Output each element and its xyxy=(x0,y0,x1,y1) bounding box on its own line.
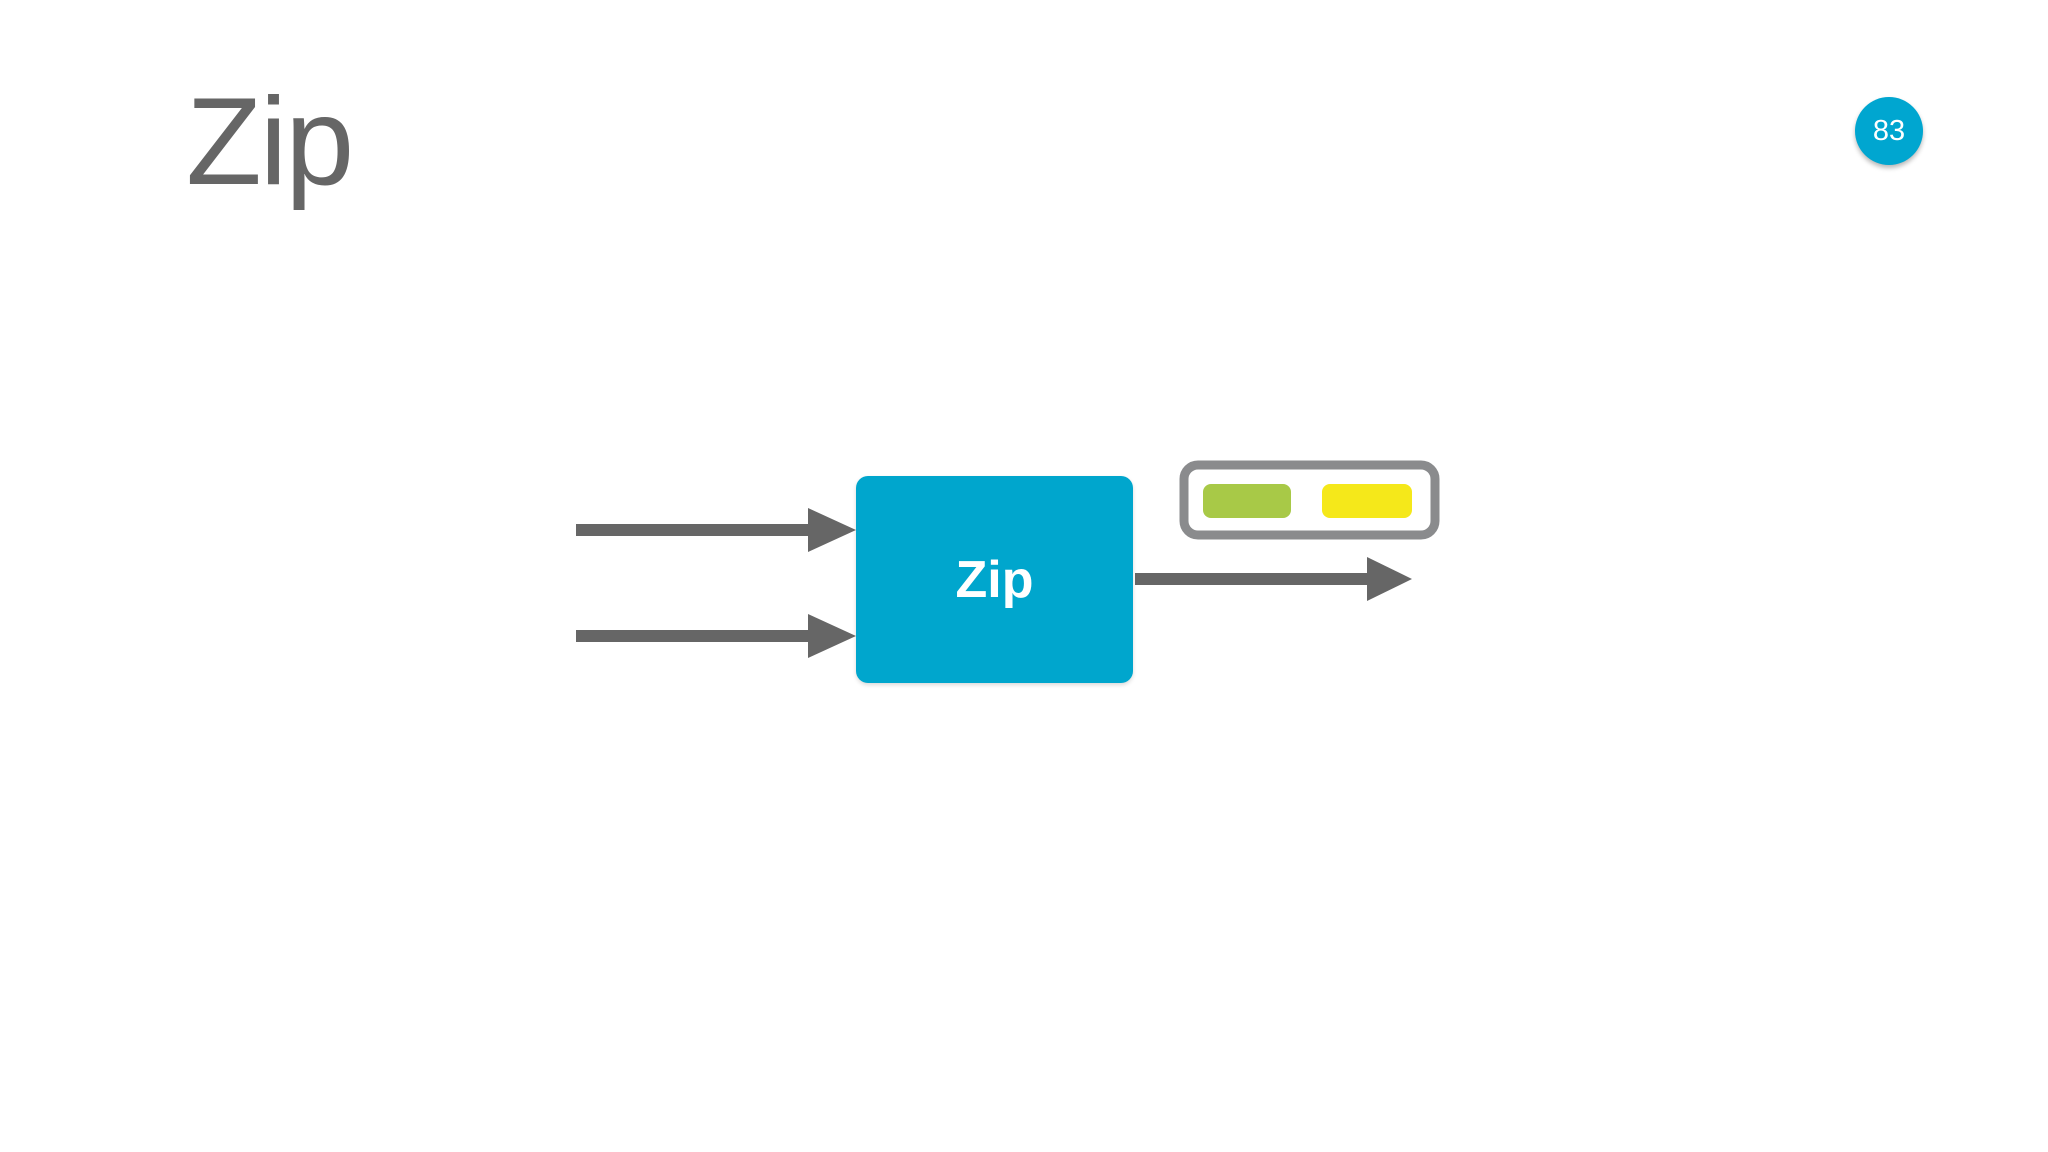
output-tuple xyxy=(1179,460,1440,540)
tuple-item-yellow xyxy=(1322,484,1412,518)
input-arrow-1 xyxy=(576,508,856,552)
output-arrow xyxy=(1135,557,1412,601)
page-number-badge: 83 xyxy=(1855,97,1923,165)
zip-operator-box: Zip xyxy=(856,476,1133,683)
tuple-item-green xyxy=(1203,484,1291,518)
input-arrow-2 xyxy=(576,614,856,658)
page-title: Zip xyxy=(186,73,354,211)
zip-operator-label: Zip xyxy=(955,550,1034,609)
